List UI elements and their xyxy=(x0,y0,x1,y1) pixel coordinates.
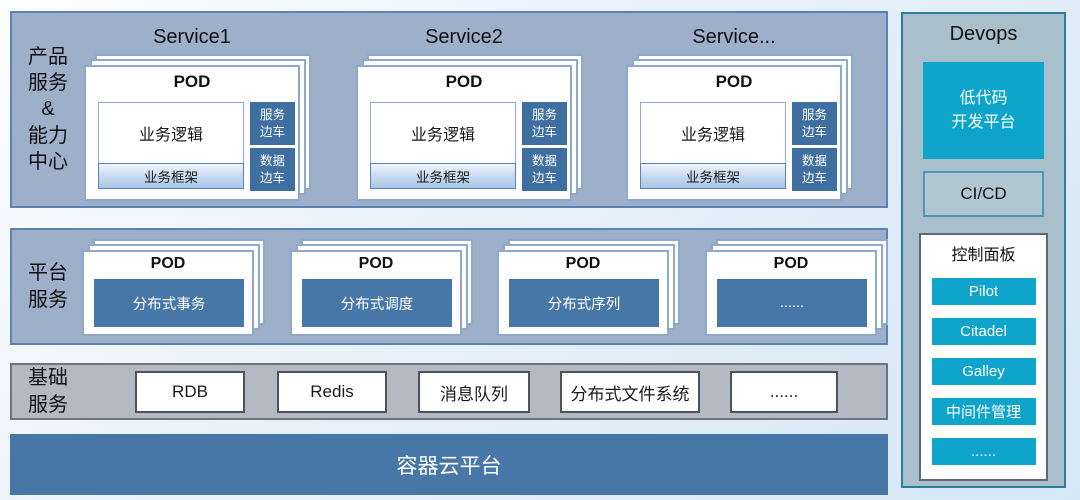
galley-button: Galley xyxy=(931,358,1036,385)
cicd-box: CI/CD xyxy=(923,171,1044,217)
platform-pod-sheet: POD 分布式序列 xyxy=(497,250,669,336)
pod-label: POD xyxy=(715,72,753,91)
pod-label: POD xyxy=(773,255,809,272)
devops-panel: Devops 低代码 开发平台 CI/CD 控制面板 Pilot Citadel… xyxy=(901,12,1066,488)
distributed-transaction-box: 分布式事务 xyxy=(94,279,244,327)
business-logic-box: 业务逻辑 xyxy=(98,102,244,164)
service1-pod-sheet: POD 业务逻辑 业务框架 服务 边车 数据 边车 xyxy=(84,65,300,201)
platform-pod-stack: POD ...... xyxy=(705,250,877,336)
service-more-title: Service... xyxy=(692,26,776,48)
container-cloud-platform-bar: 容器云平台 xyxy=(10,434,888,495)
service2-title: Service2 xyxy=(425,26,503,48)
data-sidecar-box: 数据 边车 xyxy=(250,148,295,191)
pod-label: POD xyxy=(173,72,211,91)
distributed-sequence-box: 分布式序列 xyxy=(509,279,659,327)
control-more-button: ...... xyxy=(931,438,1036,465)
platform-pod-sheet: POD 分布式调度 xyxy=(290,250,462,336)
pod-label: POD xyxy=(150,255,186,272)
rdb-box: RDB xyxy=(135,371,245,413)
service2-pod-sheet: POD 业务逻辑 业务框架 服务 边车 数据 边车 xyxy=(356,65,572,201)
platform-more-box: ...... xyxy=(717,279,867,327)
pod-label: POD xyxy=(445,72,483,91)
control-panel-title: 控制面板 xyxy=(951,247,1016,264)
platform-pod-sheet: POD 分布式事务 xyxy=(82,250,254,336)
platform-pod-sheet: POD ...... xyxy=(705,250,877,336)
service2-pod-stack: POD 业务逻辑 业务框架 服务 边车 数据 边车 xyxy=(356,65,572,201)
section-base-label: 基础 服务 xyxy=(28,367,68,416)
platform-pod-stack: POD 分布式调度 xyxy=(290,250,462,336)
control-panel-box: 控制面板 Pilot Citadel Galley 中间件管理 ...... xyxy=(919,233,1048,481)
service-sidecar-box: 服务 边车 xyxy=(250,102,295,145)
citadel-button: Citadel xyxy=(931,318,1036,345)
section-base-services: 基础 服务 RDB Redis 消息队列 分布式文件系统 ...... xyxy=(10,363,888,420)
distributed-scheduling-box: 分布式调度 xyxy=(302,279,452,327)
pod-label: POD xyxy=(358,255,394,272)
service-sidecar-box: 服务 边车 xyxy=(792,102,837,145)
section-platform-label: 平台 服务 xyxy=(28,262,68,311)
section-platform-services: 平台 服务 POD 分布式事务 POD 分布式调度 POD 分布式序列 POD … xyxy=(10,228,888,345)
business-logic-box: 业务逻辑 xyxy=(640,102,786,164)
service-more-pod-sheet: POD 业务逻辑 业务框架 服务 边车 数据 边车 xyxy=(626,65,842,201)
redis-box: Redis xyxy=(277,371,387,413)
platform-pod-stack: POD 分布式序列 xyxy=(497,250,669,336)
service-sidecar-box: 服务 边车 xyxy=(522,102,567,145)
middleware-management-button: 中间件管理 xyxy=(931,398,1036,425)
section-product-services: 产品 服务 & 能力 中心 Service1 POD 业务逻辑 业务框架 服务 … xyxy=(10,11,888,208)
message-queue-box: 消息队列 xyxy=(418,371,530,413)
pod-label: POD xyxy=(565,255,601,272)
service1-pod-stack: POD 业务逻辑 业务框架 服务 边车 数据 边车 xyxy=(84,65,300,201)
business-framework-box: 业务框架 xyxy=(98,163,244,189)
platform-pod-stack: POD 分布式事务 xyxy=(82,250,254,336)
data-sidecar-box: 数据 边车 xyxy=(522,148,567,191)
pilot-button: Pilot xyxy=(931,278,1036,305)
distributed-filesystem-box: 分布式文件系统 xyxy=(560,371,700,413)
service-more-pod-stack: POD 业务逻辑 业务框架 服务 边车 数据 边车 xyxy=(626,65,842,201)
business-framework-box: 业务框架 xyxy=(640,163,786,189)
business-logic-box: 业务逻辑 xyxy=(370,102,516,164)
lowcode-platform-box: 低代码 开发平台 xyxy=(923,62,1044,159)
devops-title: Devops xyxy=(949,23,1018,45)
business-framework-box: 业务框架 xyxy=(370,163,516,189)
base-more-box: ...... xyxy=(730,371,838,413)
service1-title: Service1 xyxy=(153,26,231,48)
data-sidecar-box: 数据 边车 xyxy=(792,148,837,191)
section-product-label: 产品 服务 & 能力 中心 xyxy=(28,45,68,174)
